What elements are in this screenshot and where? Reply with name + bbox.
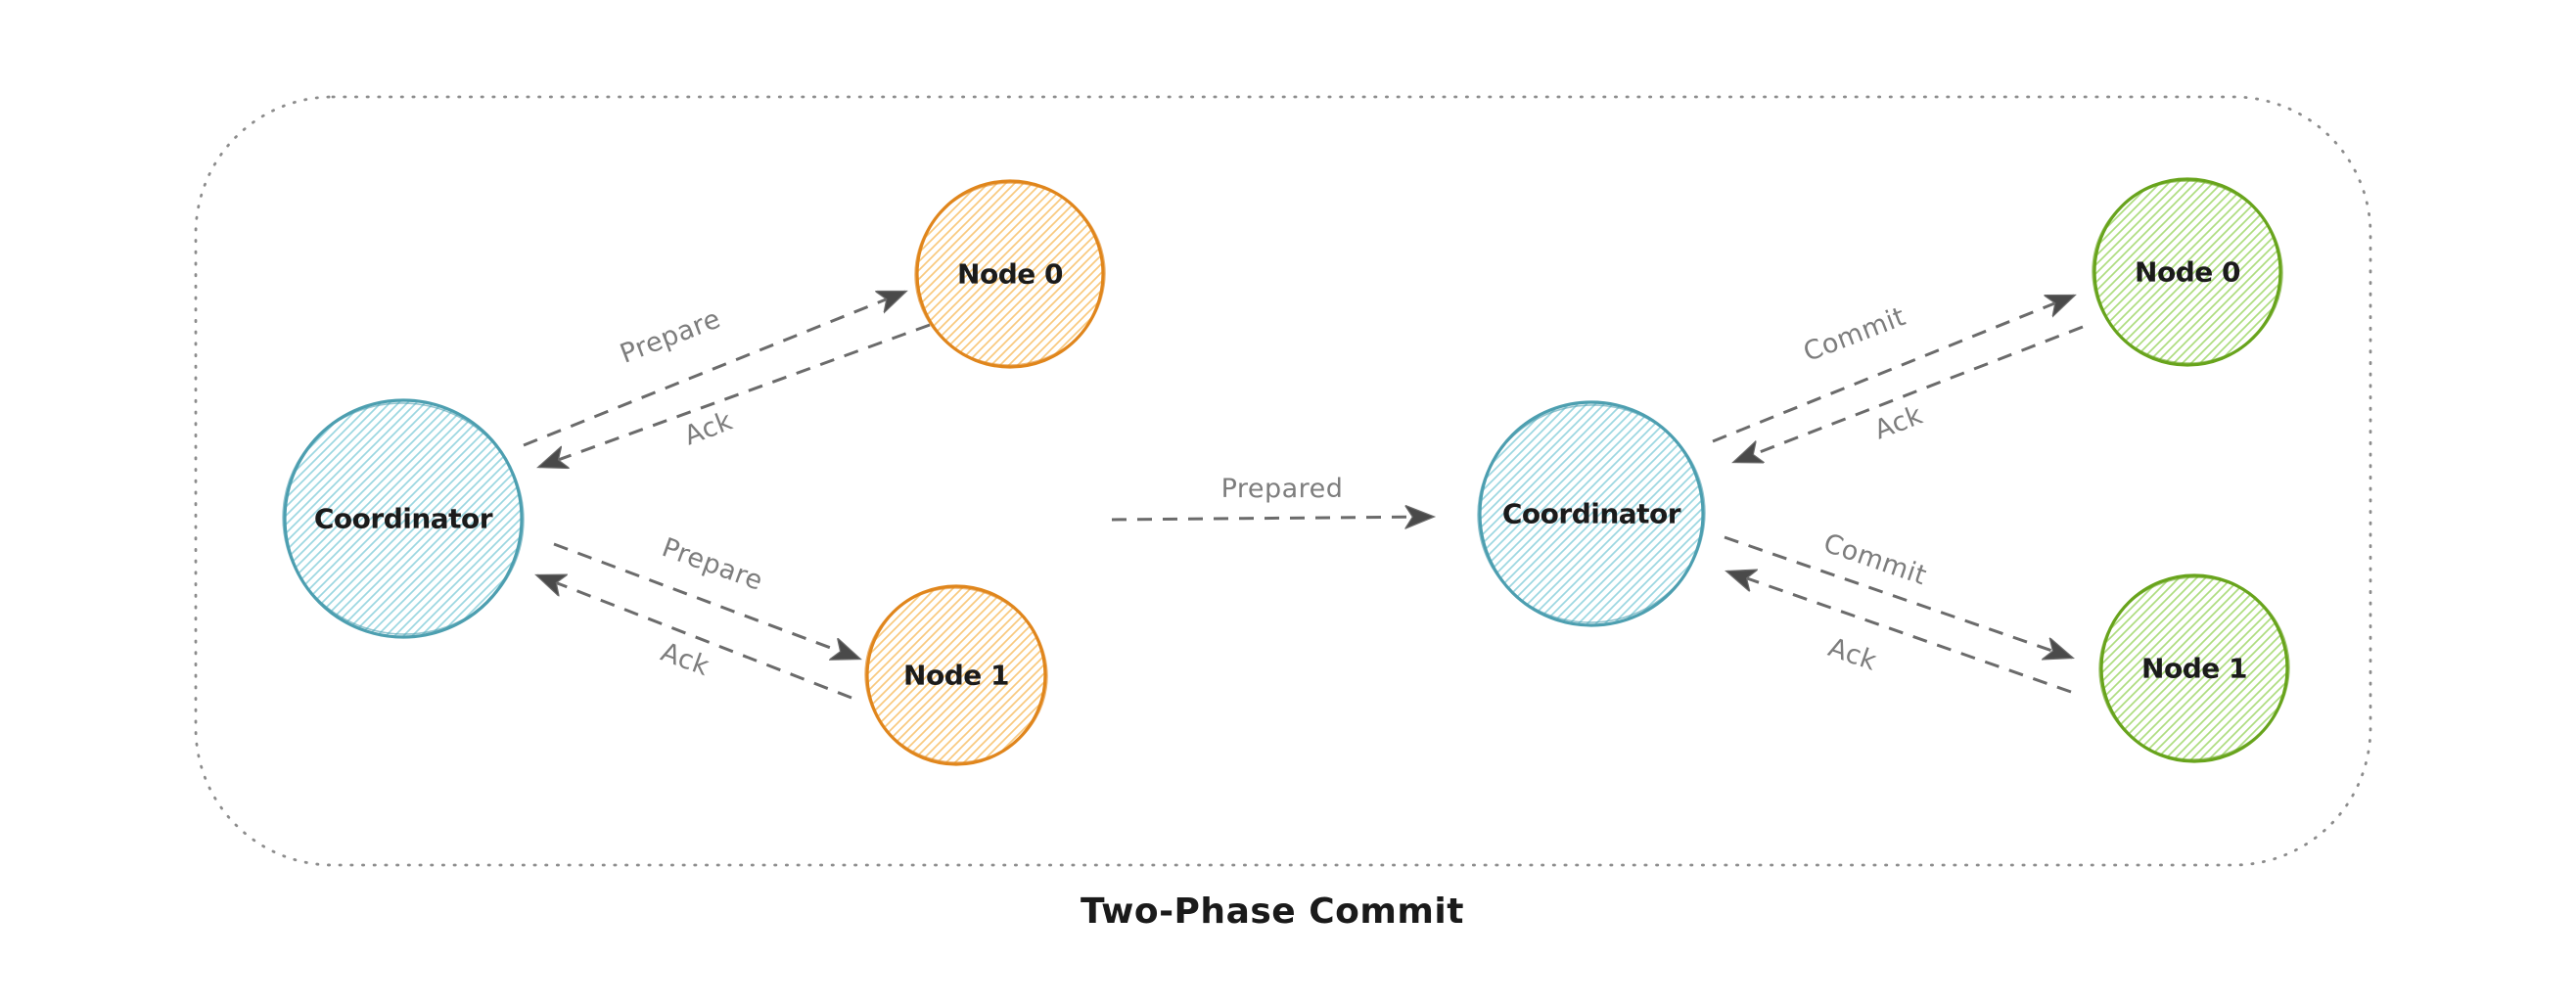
phase1-node0-response-arrow xyxy=(539,323,931,467)
phase2-group: Coordinator Node 0 Node 1 Commit Ack Com… xyxy=(1477,177,2290,763)
frame-border xyxy=(194,95,2372,867)
transition-arrow xyxy=(1111,517,1433,520)
phase1-coordinator-circle xyxy=(283,398,524,639)
phase2-node1-request-label: Commit xyxy=(1819,528,1930,592)
phase1-node-0: Node 0 xyxy=(914,179,1106,369)
phase2-node0-response-arrow xyxy=(1734,325,2084,462)
phase2-node0-request-arrow xyxy=(1712,294,2074,443)
phase1-coordinator: Coordinator xyxy=(282,398,525,639)
phase1-node-0-sketch-stroke xyxy=(914,182,1106,366)
phase2-node1-response-label: Ack xyxy=(1824,632,1880,677)
phase2-node-0-sketch-stroke xyxy=(2092,180,2283,364)
phase2-node0-response-label: Ack xyxy=(1870,400,1927,446)
phase2-node-0-label: Node 0 xyxy=(2135,256,2240,289)
phase1-node-1-circle xyxy=(865,584,1047,766)
phase2-node0-request-label: Commit xyxy=(1799,301,1909,368)
transition-group: Prepared xyxy=(1111,474,1433,520)
phase1-coordinator-label: Coordinator xyxy=(314,503,493,535)
phase2-node1-request-arrow xyxy=(1724,535,2072,658)
phase1-node0-request-label: Prepare xyxy=(616,303,724,369)
phase1-node-0-label: Node 0 xyxy=(957,258,1063,291)
transition-label: Prepared xyxy=(1221,474,1344,504)
phase1-node1-response-arrow xyxy=(537,575,852,700)
phase1-node-1: Node 1 xyxy=(864,584,1048,766)
phase2-node-1-sketch-stroke xyxy=(2098,576,2290,760)
phase2-coordinator-circle xyxy=(1478,400,1705,627)
phase1-node1-request-arrow xyxy=(553,542,859,659)
phase1-node-0-circle xyxy=(915,179,1105,369)
phase1-node-1-sketch-stroke xyxy=(864,587,1048,763)
phase2-node-1-circle xyxy=(2099,573,2289,763)
phase2-coordinator: Coordinator xyxy=(1477,400,1706,627)
phase1-node1-request-label: Prepare xyxy=(658,532,766,597)
phase2-node-0-circle xyxy=(2093,177,2282,367)
phase2-node-1-label: Node 1 xyxy=(2141,653,2247,685)
phase1-group: Coordinator Node 0 Node 1 Prepare Ack Pr… xyxy=(282,179,1106,766)
phase2-coordinator-sketch-stroke xyxy=(1477,404,1706,623)
phase2-coordinator-label: Coordinator xyxy=(1502,498,1681,530)
diagram-title: Two-Phase Commit xyxy=(1081,892,1464,932)
phase2-node-0: Node 0 xyxy=(2092,177,2283,367)
phase2-node1-response-arrow xyxy=(1727,572,2072,694)
phase1-node0-request-arrow xyxy=(523,290,905,447)
phase1-node1-response-label: Ack xyxy=(657,637,713,682)
phase1-node-1-label: Node 1 xyxy=(903,660,1009,692)
phase1-coordinator-sketch-stroke xyxy=(282,402,525,635)
phase2-node-1: Node 1 xyxy=(2098,573,2290,763)
